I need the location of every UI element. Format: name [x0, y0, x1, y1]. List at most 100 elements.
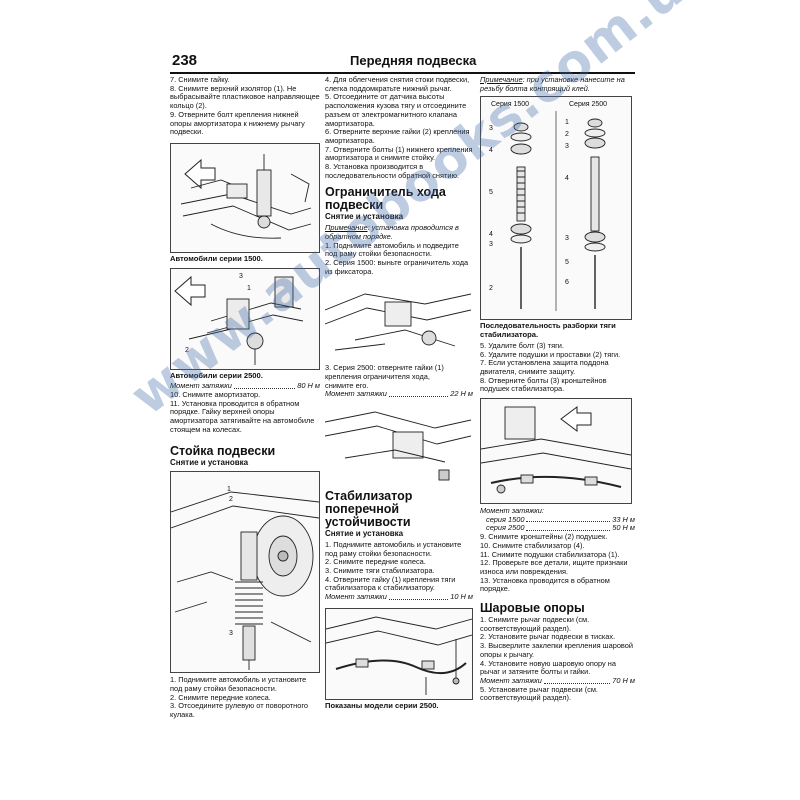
column-middle: 4. Для облегчения снятия стоки подвески,…: [325, 75, 473, 713]
frame-drawing: [325, 293, 471, 351]
callout-label: 3: [489, 241, 493, 249]
torque-label: Момент затяжки: [480, 675, 542, 685]
torque-value: 22 Н м: [450, 389, 473, 399]
torque-spec: Момент затяжки 10 Н м: [325, 592, 473, 602]
frame-drawing: [325, 411, 471, 481]
note-label: Примечание: [480, 75, 523, 84]
step: 5. Удалите болт (3) тяги.: [480, 340, 564, 350]
step: 4. Отверните гайку (1) крепления тяги ст…: [325, 574, 456, 593]
step: 13. Установка проводится в обратном поря…: [480, 575, 610, 594]
torque-label: серия 2500: [486, 523, 525, 533]
callout-label: 3: [565, 143, 569, 151]
series-label: Серия 2500: [569, 101, 608, 109]
torque-label: Момент затяжки: [325, 389, 387, 399]
callout-label: 4: [489, 147, 493, 155]
callout-label: 5: [489, 189, 493, 197]
figure-stabilizer-2500: [325, 607, 473, 700]
torque-value: 70 Н м: [612, 675, 635, 685]
link-2500: [584, 118, 606, 310]
leader-dots: [388, 390, 449, 398]
step: 1. Снимите рычаг подвески (см. соответст…: [480, 615, 590, 633]
torque-label: серия 1500: [486, 514, 525, 524]
callout-label: 4: [489, 231, 493, 239]
stabilizer-drawing: [326, 616, 472, 695]
page-title: Передняя подвеска: [350, 53, 477, 68]
step: 8. Отверните болты (3) кронштейнов подуш…: [480, 375, 607, 394]
step: 11. Снимите подушки стабилизатора (1).: [480, 549, 620, 559]
step: 6. Отверните верхние гайки (2) крепления…: [325, 127, 470, 145]
torque-value: 80 Н м: [297, 381, 320, 391]
figure-bump-stop-1500: [325, 280, 471, 365]
step: 10. Снимите амортизатор.: [170, 390, 261, 400]
torque-value: 50 Н м: [612, 523, 635, 533]
callout-label: 3: [239, 272, 243, 280]
step: 8. Снимите верхний изолятор (1). Не выбр…: [170, 83, 320, 111]
step: 3. Снимите тяги стабилизатора.: [325, 565, 435, 575]
leader-dots: [233, 382, 296, 390]
step: 3. Отсоедините рулевую от поворотного ку…: [170, 701, 308, 720]
callout-label: 1: [247, 284, 251, 292]
step: 4. Установите новую шаровую опору на рыч…: [480, 658, 616, 677]
step: 2. Снимите передние колеса.: [325, 557, 426, 567]
callout-label: 2: [489, 285, 493, 293]
torque-value: 10 Н м: [450, 592, 473, 602]
page-header: 238 Передняя подвеска: [170, 50, 635, 74]
suspension-drawing: [180, 153, 312, 239]
note: Примечание: при установке нанесите на ре…: [480, 75, 635, 93]
torque-spec: серия 1500 33 Н м: [480, 514, 635, 525]
callout-label: 5: [565, 259, 569, 267]
section-title: Стабилизатор поперечной устойчивости: [325, 489, 413, 530]
section-title: Шаровые опоры: [480, 601, 585, 616]
note: Примечание: установка проводится в обрат…: [325, 223, 473, 241]
figure-caption: Показаны модели серии 2500.: [325, 700, 439, 710]
strut-drawing: [171, 491, 319, 671]
step: 5. Установите рычаг подвески (см. соотве…: [480, 684, 598, 703]
callout-label: 3: [229, 630, 233, 638]
torque-label: Момент затяжки: [325, 592, 387, 602]
figure-shock-2500: 3 1 2: [170, 267, 320, 370]
callout-label: 3: [565, 235, 569, 243]
column-right: Примечание: при установке нанесите на ре…: [480, 75, 635, 703]
torque-heading: Момент затяжки:: [480, 506, 544, 516]
note-label: Примечание: [325, 223, 368, 233]
step: 2. Снимите передние колеса.: [170, 692, 271, 702]
step: 10. Снимите стабилизатор (4).: [480, 540, 585, 550]
column-left: 7. Снимите гайку. 8. Снимите верхний изо…: [170, 75, 320, 720]
step: 12. Проверьте все детали, ищите признаки…: [480, 558, 628, 576]
section-subtitle: Снятие и установка: [325, 212, 404, 222]
section-title: Стойка подвески: [170, 443, 276, 458]
step: 9. Снимите кронштейны (2) подушек.: [480, 532, 608, 542]
step: 1. Поднимите автомобиль и подведите под …: [325, 240, 459, 259]
step: 8. Установка производится в последовател…: [325, 162, 460, 180]
callout-label: 3: [489, 125, 493, 133]
callout-label: 1: [227, 486, 231, 494]
figure-strut: 1 2 3: [170, 471, 320, 674]
callout-label: 6: [565, 279, 569, 287]
torque-spec: Момент затяжки 70 Н м: [480, 675, 635, 686]
arrow-icon: [184, 158, 216, 190]
leader-dots: [543, 677, 611, 684]
step: 3. Высверлите заклепки крепления шаровой…: [480, 641, 634, 659]
note-text: : при установке нанесите на резьбу болта…: [480, 75, 625, 93]
step: 7. Снимите гайку.: [170, 75, 230, 84]
step: 1. Поднимите автомобиль и установите под…: [325, 539, 462, 558]
callout-label: 4: [565, 175, 569, 183]
figure-stabilizer-brackets: [480, 398, 632, 505]
figure-shock-1500: [170, 142, 320, 253]
frame-drawing: [481, 406, 631, 494]
arrow-icon: [560, 406, 592, 433]
torque-spec: Момент затяжки 80 Н м: [170, 382, 320, 391]
figure-caption: Автомобили серии 2500.: [170, 370, 263, 380]
step: 4. Для облегчения снятия стоки подвески,…: [325, 75, 470, 93]
page-number: 238: [172, 52, 198, 69]
callout-label: 2: [185, 346, 189, 354]
step: 7. Если установлена защита поддона двига…: [480, 358, 609, 376]
leader-dots: [526, 524, 611, 532]
figure-bump-stop-2500: [325, 402, 471, 487]
manual-page: 238 Передняя подвеска 7. Снимите гайку. …: [170, 50, 635, 750]
step: 11. Установка проводится в обратном поря…: [170, 398, 315, 434]
step: 1. Поднимите автомобиль и установите под…: [170, 675, 307, 693]
step: 6. Удалите подушки и проставки (2) тяги.: [480, 349, 621, 359]
figure-caption: Последовательность разборки тяги стабили…: [480, 321, 616, 340]
figure-caption: Автомобили серии 1500.: [170, 253, 263, 263]
